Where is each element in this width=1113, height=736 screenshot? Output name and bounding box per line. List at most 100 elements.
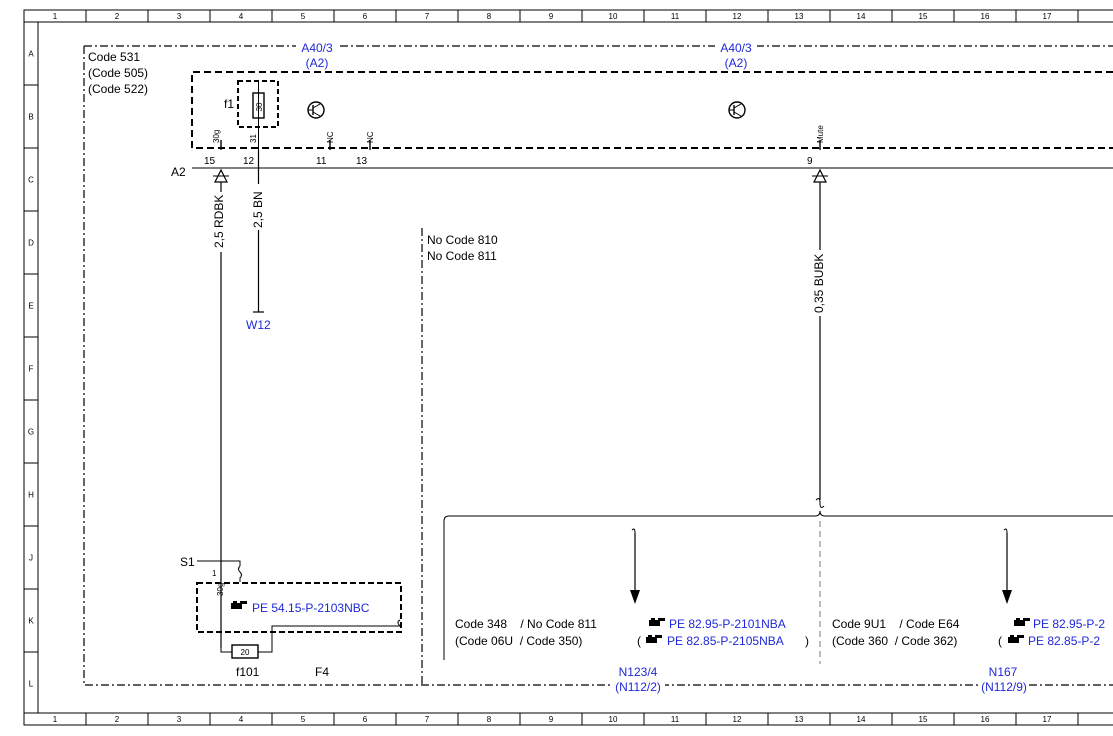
pin-9: 9 bbox=[807, 156, 813, 167]
grid-col-label: 15 bbox=[919, 715, 928, 724]
grid-row-label: E bbox=[28, 302, 33, 311]
n123-name-link[interactable]: N123/4 bbox=[619, 665, 658, 679]
n123-alt-link[interactable]: (N112/2) bbox=[615, 680, 661, 694]
grid-row-label: F bbox=[29, 365, 34, 374]
grid-col-label: 6 bbox=[363, 12, 368, 21]
grid-col-label: 11 bbox=[671, 715, 680, 724]
svg-text:(: ( bbox=[637, 634, 641, 648]
svg-text:): ) bbox=[805, 634, 809, 648]
n167-codes-line1: Code 9U1 / Code E64 bbox=[832, 617, 960, 631]
reference-hand-icon bbox=[649, 618, 665, 626]
n167-ref2-link[interactable]: PE 82.85-P-2 bbox=[1028, 634, 1100, 648]
fuse-f101-label: f101 bbox=[236, 665, 260, 679]
grid-col-label: 14 bbox=[857, 715, 866, 724]
wire-rdbk-label: 2,5 RDBK bbox=[212, 195, 226, 248]
fuse-f1-value: 30 bbox=[255, 102, 264, 111]
pin-label-nc-13: NC bbox=[366, 131, 375, 143]
ground-ref-w12[interactable]: W12 bbox=[246, 318, 271, 332]
grid-row-label: C bbox=[28, 176, 34, 185]
grid-col-label: 17 bbox=[1043, 715, 1052, 724]
grid-col-label: 13 bbox=[795, 715, 804, 724]
pin-label-30g: 30g bbox=[212, 130, 221, 143]
fuse-f1-label: f1 bbox=[224, 97, 234, 111]
grid-col-label: 9 bbox=[549, 12, 554, 21]
switch-s1-pin: 1 bbox=[212, 569, 217, 578]
a40-3-component-box bbox=[191, 71, 1113, 149]
grid-row-label: B bbox=[28, 113, 33, 122]
reference-hand-icon bbox=[646, 635, 662, 643]
n123-codes-line2: (Code 06U / Code 350) bbox=[455, 634, 582, 648]
switch-s1-label: S1 bbox=[180, 555, 195, 569]
grid-row-label: A bbox=[28, 50, 34, 59]
pin-label-mute: Mute bbox=[816, 125, 825, 143]
a40-3-label-right[interactable]: A40/3 bbox=[720, 41, 752, 55]
pin-11: 11 bbox=[316, 156, 327, 167]
grid-row-label: D bbox=[28, 239, 34, 248]
distribution-bus bbox=[443, 510, 1113, 660]
svg-text:(: ( bbox=[998, 634, 1002, 648]
pin-13: 13 bbox=[356, 156, 368, 167]
wire-bn-label: 2,5 BN bbox=[251, 191, 265, 228]
n123-ref2-link[interactable]: PE 82.85-P-2105NBA bbox=[667, 634, 784, 648]
grid-col-label: 5 bbox=[301, 12, 306, 21]
n167-name-link[interactable]: N167 bbox=[989, 665, 1018, 679]
a40-3-alt-right[interactable]: (A2) bbox=[725, 56, 748, 70]
n123-ref1-link[interactable]: PE 82.95-P-2101NBA bbox=[669, 617, 786, 631]
grid-col-label: 16 bbox=[981, 12, 990, 21]
fuse-box-f4-label: F4 bbox=[315, 665, 329, 679]
grid-col-label: 2 bbox=[115, 12, 120, 21]
fuse-box-ref-link[interactable]: PE 54.15-P-2103NBC bbox=[252, 601, 370, 615]
n167-alt-link[interactable]: (N112/9) bbox=[981, 680, 1027, 694]
n123-codes-line1: Code 348 / No Code 811 bbox=[455, 617, 597, 631]
code-531-label: Code 531 bbox=[88, 50, 140, 64]
code-505-label: (Code 505) bbox=[88, 66, 148, 80]
grid-col-label: 1 bbox=[53, 12, 58, 21]
pin-label-31: 31 bbox=[249, 134, 258, 143]
a40-3-label-left[interactable]: A40/3 bbox=[301, 41, 333, 55]
grid-col-label: 14 bbox=[857, 12, 866, 21]
grid-col-label: 3 bbox=[177, 715, 182, 724]
grid-col-label: 15 bbox=[919, 12, 928, 21]
wire-bubk-label: 0,35 BUBK bbox=[812, 254, 826, 313]
diagram-frame bbox=[23, 9, 1113, 726]
grid-col-label: 2 bbox=[115, 715, 120, 724]
connector-arrow-icon bbox=[812, 168, 828, 183]
grid-row-label: J bbox=[29, 554, 33, 563]
n167-codes-line2: (Code 360 / Code 362) bbox=[832, 634, 957, 648]
grid-col-label: 17 bbox=[1043, 12, 1052, 21]
grid-row-label: K bbox=[28, 617, 34, 626]
grid-col-label: 3 bbox=[177, 12, 182, 21]
reference-hand-icon bbox=[1008, 635, 1024, 643]
grid-col-label: 1 bbox=[53, 715, 58, 724]
grid-col-label: 7 bbox=[425, 715, 430, 724]
grid-col-label: 11 bbox=[671, 12, 680, 21]
reference-hand-icon bbox=[231, 601, 247, 609]
pin-label-nc-11: NC bbox=[326, 131, 335, 143]
grid-col-label: 7 bbox=[425, 12, 430, 21]
fuse-f101-body bbox=[231, 644, 259, 659]
code-522-label: (Code 522) bbox=[88, 82, 148, 96]
grid-col-label: 5 bbox=[301, 715, 306, 724]
grid-col-label: 8 bbox=[487, 12, 492, 21]
no-code-811-label: No Code 811 bbox=[427, 249, 497, 263]
switch-s1-symbol bbox=[197, 560, 242, 582]
transistor-icon bbox=[307, 101, 325, 119]
n167-ref1-link[interactable]: PE 82.95-P-2 bbox=[1033, 617, 1105, 631]
a40-3-alt-left[interactable]: (A2) bbox=[306, 56, 329, 70]
grid-row-label: L bbox=[29, 680, 34, 689]
connector-arrow-icon bbox=[213, 168, 229, 183]
fuse-f101-value: 20 bbox=[241, 648, 250, 657]
branch-arrow-icon bbox=[630, 528, 640, 604]
grid-col-label: 12 bbox=[733, 12, 742, 21]
grid-col-label: 13 bbox=[795, 12, 804, 21]
grid-col-label: 8 bbox=[487, 715, 492, 724]
grid-col-label: 10 bbox=[609, 12, 618, 21]
grid-col-label: 4 bbox=[239, 715, 244, 724]
code-531-boundary bbox=[83, 45, 1113, 686]
grid-col-label: 12 bbox=[733, 715, 742, 724]
pin-15: 15 bbox=[204, 156, 216, 167]
